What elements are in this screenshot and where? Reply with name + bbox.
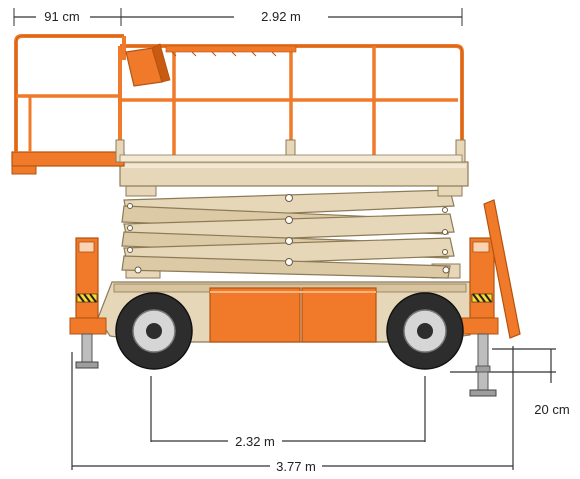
extension-top-rail (14, 34, 124, 152)
extension-deck (11, 151, 125, 167)
pivot-pin (442, 229, 448, 235)
front-wheel (115, 292, 193, 370)
pivot-pin (127, 225, 133, 231)
rear-wheel (386, 292, 464, 370)
platform-length-dimension: 2.92 m (261, 9, 301, 24)
entry-ladder (483, 199, 521, 339)
right-jack (477, 333, 489, 391)
left-outrigger-base (69, 317, 107, 335)
front-hub (146, 323, 162, 339)
pivot-pin (127, 203, 133, 209)
work-platform (11, 34, 469, 187)
rail-latch-bar (165, 45, 297, 53)
right-jack-foot (469, 389, 497, 397)
scissor-stack (121, 181, 463, 279)
scissor-arm (121, 255, 451, 279)
extension-top-rail-edge (15, 35, 124, 152)
extension-deck-dimension: 91 cm (44, 9, 79, 24)
chassis (69, 199, 521, 397)
left-jack (81, 333, 93, 363)
overall-length-dimension: 3.77 m (276, 459, 316, 474)
left-outrigger-plate (78, 241, 95, 253)
battery-tank-left (209, 287, 301, 343)
pivot-pin (442, 266, 450, 274)
dimension-clearance: 20 cm (450, 348, 570, 417)
control-box-side (151, 43, 171, 83)
right-jack-collar (475, 365, 491, 373)
toe-board (119, 154, 463, 163)
clearance-dimension: 20 cm (534, 402, 569, 417)
platform-deck-highlight (122, 164, 466, 168)
right-outrigger-plate (472, 241, 490, 253)
battery-tank-right (301, 287, 377, 343)
pivot-pin (442, 249, 448, 255)
pivot-pin (134, 266, 142, 274)
right-warning-hatch (472, 293, 492, 303)
extension-deck-lip (11, 165, 37, 175)
right-outrigger-base (461, 317, 499, 335)
pivot-pin (127, 247, 133, 253)
pivot-pin (285, 194, 293, 202)
left-jack-foot (75, 361, 99, 369)
pivot-pin (285, 237, 293, 245)
rear-hub (417, 323, 433, 339)
pivot-pin (285, 216, 293, 224)
dimension-top: 91 cm 2.92 m (13, 8, 463, 26)
pivot-pin (285, 258, 293, 266)
main-top-rail-edge (120, 45, 463, 162)
pivot-pin (442, 207, 448, 213)
wheelbase-dimension: 2.32 m (235, 434, 275, 449)
left-warning-hatch (77, 293, 97, 303)
rail-latch-marks (171, 51, 277, 57)
dimension-bottom: 2.32 m 3.77 m (71, 346, 514, 474)
